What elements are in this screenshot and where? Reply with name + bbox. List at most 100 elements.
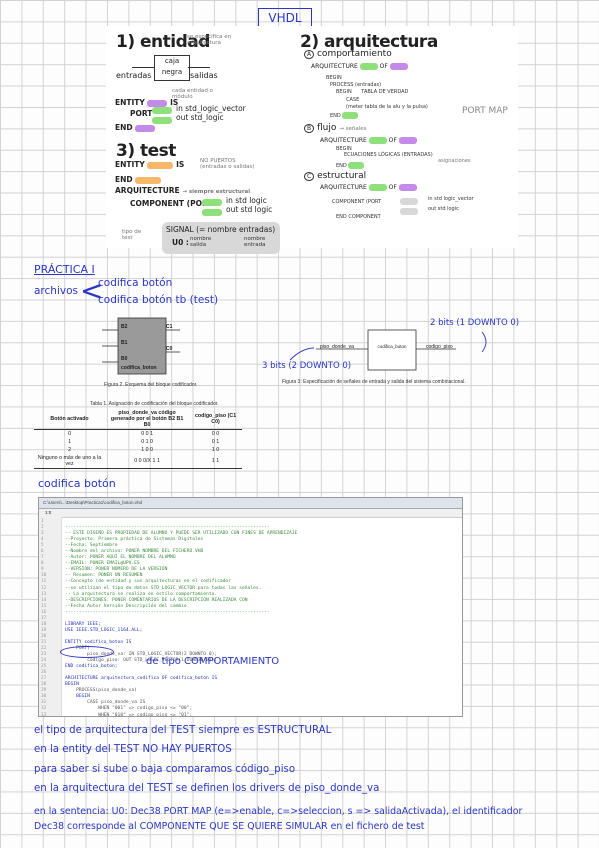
- sec2-b-arch: ARQUITECTURE OF: [320, 137, 417, 144]
- editor-gutter: [39, 517, 62, 716]
- line-number: 28: [41, 682, 47, 688]
- table-caption: Tabla 1. Asignación de codificación del …: [90, 401, 219, 407]
- sec3-u0-b: nombre entrada: [244, 236, 266, 248]
- block-out-c0: C0: [166, 346, 173, 352]
- line-number: 23: [41, 652, 47, 658]
- line-number: 15: [41, 603, 47, 609]
- block-in-b2: B2: [121, 324, 128, 330]
- sec2-c-hl: [400, 198, 418, 215]
- code-line: -- La arquitectura se realiza en estilo …: [65, 591, 218, 597]
- codification-table: Botón activado piso_donde_va código gene…: [34, 409, 242, 469]
- sec3-heading: 3) test: [116, 141, 176, 161]
- line-number: 5: [41, 543, 44, 549]
- sec2-a-arch: ARQUITECTURE OF: [311, 63, 408, 70]
- code-line: --Fecha: Septiembre: [65, 543, 118, 549]
- block-in-b1: B1: [121, 340, 128, 346]
- note-line: el tipo de arquitectura del TEST siempre…: [34, 725, 332, 736]
- sec3-u0-a: nombre salida: [190, 236, 212, 248]
- note-line: en la arquitectura del TEST se definen l…: [34, 783, 380, 794]
- sec2-a-end: END: [330, 112, 359, 119]
- sec2-a-begin: BEGIN: [326, 75, 342, 81]
- line-number: 16: [41, 609, 47, 615]
- code-line: ----------------------------------------…: [65, 609, 270, 615]
- sec1-in-type: in std_logic_vector: [176, 104, 246, 113]
- signal-note-in: 3 bits (2 DOWNTO 0): [262, 361, 352, 371]
- line-number: 22: [41, 645, 47, 651]
- line-number: 29: [41, 688, 47, 694]
- sec1-entity: ENTITY IS: [115, 98, 179, 107]
- editor-tab[interactable]: 1:0: [39, 509, 462, 518]
- practica-heading: PRÁCTICA I: [34, 263, 95, 276]
- sec3-no-puertos: NO PUERTOS (entradas o salidas): [200, 158, 255, 170]
- sec2-a: A comportamiento: [304, 49, 392, 59]
- file1: codifica botón: [98, 277, 173, 289]
- code-line: --Concepto (de entidad y sus arquitectur…: [65, 579, 231, 585]
- editor-annotation: de tipo COMPORTAMIENTO: [146, 656, 280, 667]
- signal-caption: Figura 3: Especificación de señales de e…: [282, 379, 466, 385]
- sec2-c: C estructural: [304, 171, 366, 181]
- code-line: -- ESTE DISEÑO ES PROPIEDAD DE ALUMNO Y …: [65, 531, 298, 537]
- sec3-arch: ARQUITECTURE → siempre estructural: [115, 186, 251, 195]
- signal-block-label: codifica_boton: [377, 344, 407, 349]
- line-number: 21: [41, 639, 47, 645]
- line-number: 10: [41, 573, 47, 579]
- sec3-component: COMPONENT (PORT: [130, 199, 213, 208]
- sec2-b-asig: asignaciones: [438, 158, 471, 164]
- code-line: END codifica_boton;: [65, 664, 118, 670]
- sec1-port-hl: [152, 107, 172, 124]
- outputs-label: salidas: [190, 71, 218, 80]
- code-line: ----------------------------------------…: [65, 525, 270, 531]
- line-number: 1: [41, 519, 44, 524]
- block-in-b0: B0: [121, 356, 128, 362]
- line-number: 3: [41, 531, 44, 537]
- sec2-c-arch: ARQUITECTURE OF: [320, 184, 417, 191]
- table-header: Botón activado: [34, 409, 106, 430]
- sec1-heading: 1) entidad: [116, 32, 210, 52]
- line-number: 12: [41, 585, 47, 591]
- sec2-c-out: out std logic: [428, 206, 459, 212]
- block-caption: Figura 2. Esquema del bloque codificador…: [104, 382, 198, 388]
- sec3-end: END: [115, 175, 162, 184]
- line-number: 24: [41, 658, 47, 664]
- sec3-signal: SIGNAL (= nombre entradas): [166, 225, 276, 234]
- sec1-note: se especifica en arquitectura: [187, 34, 232, 46]
- code-line: LIBRARY IEEE;: [65, 621, 101, 627]
- sec1-out-type: out std_logic: [176, 113, 224, 122]
- line-number: 8: [41, 561, 44, 567]
- sec2-a-begin2: BEGIN TABLA DE VERDAD: [336, 89, 409, 95]
- architecture-circle: [60, 646, 114, 658]
- code-line: --Nombre del archivo: PONER NOMBRE DEL F…: [65, 549, 204, 555]
- sec2-b-begin: BEGIN: [336, 146, 352, 152]
- code-line: USE IEEE.STD_LOGIC_1164.ALL;: [65, 627, 143, 633]
- sec2-b-end: END: [336, 162, 365, 169]
- sec2-a-case: CASE: [346, 97, 360, 103]
- inputs-label: entradas: [116, 71, 152, 80]
- signal-out-label: codigo_piso: [426, 344, 453, 350]
- line-number: 4: [41, 537, 44, 543]
- code-line: codigo_piso: OUT STD_LOGIC_VECTOR(1 DOWN…: [65, 658, 218, 664]
- sec3-out-t: out std logic: [226, 205, 273, 214]
- line-number: 11: [41, 579, 47, 585]
- sec3-u0: U0 :: [172, 238, 189, 247]
- sec2-a-process: PROCESS (entradas): [330, 82, 382, 88]
- line-number: 31: [41, 700, 47, 706]
- block-out-c1: C1: [166, 324, 173, 330]
- line-number: 6: [41, 549, 44, 555]
- line-number: 20: [41, 633, 47, 639]
- line-number: 17: [41, 615, 47, 621]
- line-number: 7: [41, 555, 44, 561]
- sec3-port-hl: [202, 199, 222, 216]
- sec1-port: PORT: [130, 109, 153, 118]
- code-line: --VERSIÓN: PONER NÚMERO DE LA VERSIÓN: [65, 567, 168, 573]
- code-line: WHEN "010" => codigo_piso <= "01";: [65, 712, 193, 717]
- note-line: en la sentencia: U0: Dec38 PORT MAP (e=>…: [34, 806, 523, 817]
- editor-title: C:\Users\...\Desktop\Practica1\codifica_…: [39, 498, 462, 509]
- table-header: piso_donde_va código generado por el bot…: [105, 409, 190, 430]
- line-number: 18: [41, 621, 47, 627]
- code-editor: C:\Users\...\Desktop\Practica1\codifica_…: [38, 497, 463, 717]
- code-line: BEGIN: [65, 682, 79, 688]
